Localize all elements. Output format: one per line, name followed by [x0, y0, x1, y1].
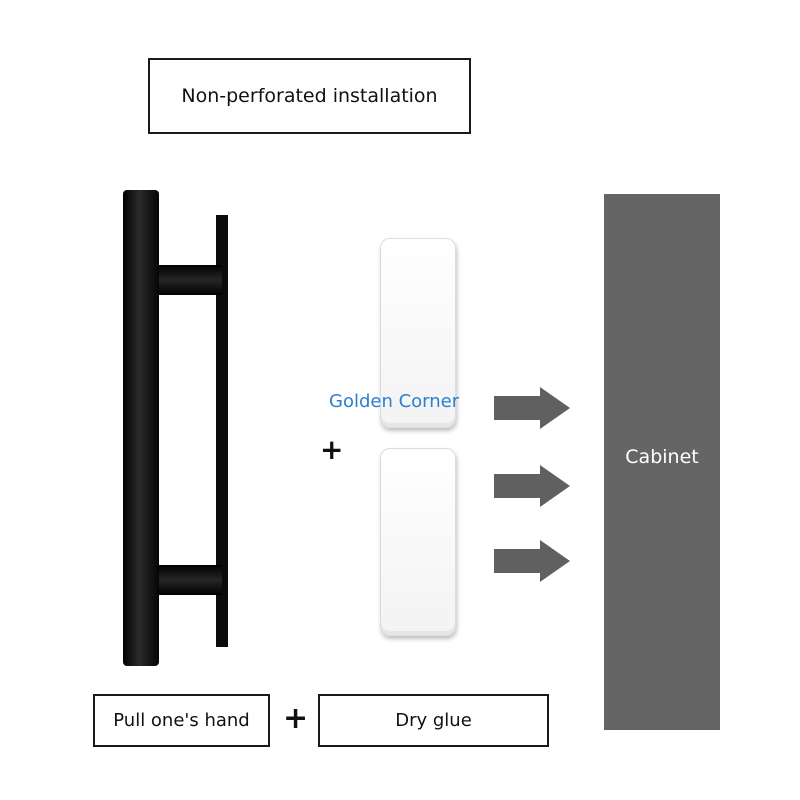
title-box: Non-perforated installation [148, 58, 471, 134]
adhesive-pad-bottom [380, 448, 456, 636]
golden-corner-label: Golden Corner [329, 391, 460, 412]
cabinet-label: Cabinet [625, 446, 699, 468]
plus-icon: + [320, 433, 344, 466]
door-handle-icon [123, 190, 228, 666]
pull-hand-label: Pull one's hand [113, 710, 250, 731]
cabinet-panel [604, 194, 720, 730]
arrow-right-icon [494, 465, 570, 507]
adhesive-pad-top [380, 238, 456, 428]
arrow-right-icon [494, 540, 570, 582]
pull-hand-box: Pull one's hand [93, 694, 270, 747]
title-text: Non-perforated installation [181, 85, 438, 107]
dry-glue-box: Dry glue [318, 694, 549, 747]
plus-icon: + [283, 701, 309, 736]
arrow-right-icon [494, 387, 570, 429]
dry-glue-label: Dry glue [395, 710, 472, 731]
